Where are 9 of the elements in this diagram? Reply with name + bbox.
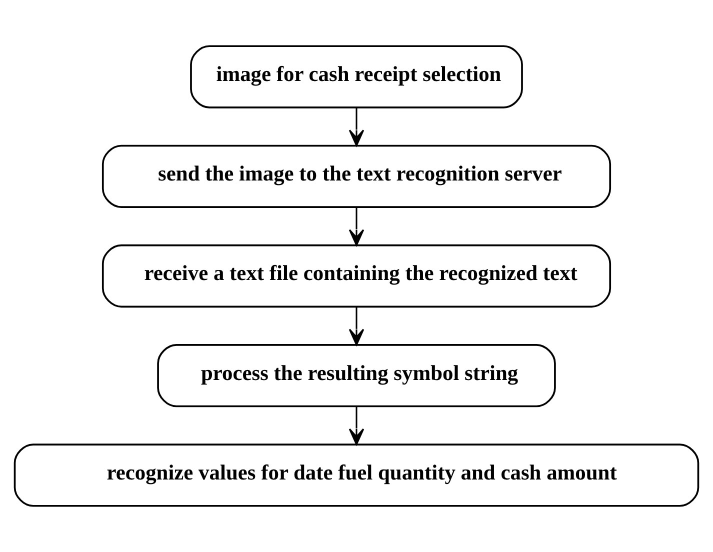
node-box: receive a text file containing the recognized text xyxy=(102,244,612,308)
arrow xyxy=(348,406,364,446)
arrow xyxy=(348,307,364,346)
node-box: image for cash receipt selection xyxy=(190,45,523,108)
node-box: send the image to the text recognition server xyxy=(102,144,612,208)
node-box: process the resulting symbol string xyxy=(157,344,556,408)
arrow xyxy=(348,108,364,146)
arrow xyxy=(348,207,364,246)
node-box: recognize values for date fuel quantity and cash amount xyxy=(14,444,700,507)
